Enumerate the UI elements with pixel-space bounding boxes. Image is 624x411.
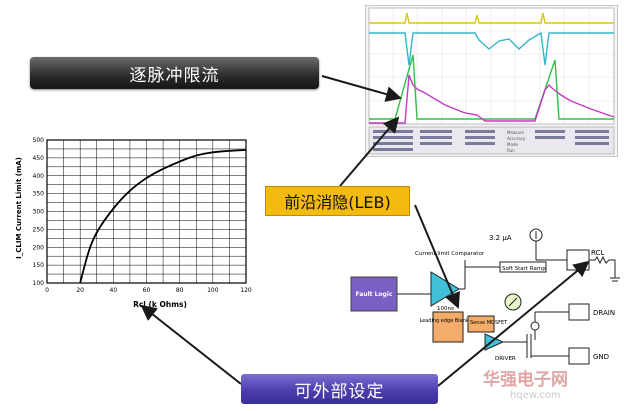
chart-y-tick-label: 350 xyxy=(33,191,45,198)
watermark-url: hqew.com xyxy=(510,390,561,401)
chart-x-tick-label: 100 xyxy=(207,287,219,294)
scope-trace-yellow xyxy=(369,12,614,24)
leb-label: Leading edge Blanking xyxy=(419,318,476,324)
label-leading-edge-blanking: 前沿消隐(LEB) xyxy=(265,186,410,216)
gnd-label: GND xyxy=(593,353,609,361)
chart-series-line xyxy=(79,149,247,284)
arrow-bottom-to-chart xyxy=(140,304,242,385)
chart-y-tick-label: 500 xyxy=(33,137,45,144)
soft-start-label: Soft Start Ramp xyxy=(502,266,546,272)
chart-y-tick-label: 150 xyxy=(33,262,45,269)
chart-y-tick-label: 100 xyxy=(33,280,45,287)
driver-label: DRIVER xyxy=(495,356,516,362)
fault-logic-label: Fault Logic xyxy=(356,291,393,298)
watermark-brand: 华强电子网 xyxy=(483,370,568,390)
chart-x-tick-label: 0 xyxy=(45,287,49,294)
arrow-leb-to-scope xyxy=(339,116,400,187)
chart-y-tick-label: 300 xyxy=(33,209,45,216)
scope-info-4: Run xyxy=(507,148,515,153)
scope-info-3: Mode xyxy=(507,142,518,147)
scope-trace-cyan xyxy=(369,31,614,66)
chart-x-tick-label: 20 xyxy=(76,287,84,294)
leb-block xyxy=(432,311,464,343)
fault-logic-block xyxy=(350,276,398,312)
sense-mosfet-label: Sense MOSFET xyxy=(470,320,508,326)
scope-info-1: Measure xyxy=(507,130,525,135)
chart-y-axis-label: I_CLIM Current Limit (mA) xyxy=(15,157,23,259)
current-source-label: 3.2 µA xyxy=(489,234,512,242)
arrow-to-scope-from-top xyxy=(321,75,402,102)
arrow-bottom-to-rcl xyxy=(437,260,590,387)
chart-x-tick-label: 60 xyxy=(143,287,151,294)
label-externally-settable: 可外部设定 xyxy=(241,374,438,404)
arrow-leb-to-schematic xyxy=(414,204,460,309)
leb-time-label: 100ns xyxy=(437,306,454,312)
scope-trace-magenta xyxy=(369,74,615,124)
chart-x-tick-label: 40 xyxy=(110,287,118,294)
chart-y-tick-label: 400 xyxy=(33,173,45,180)
comparator-label: Current limit Comparator xyxy=(415,251,485,257)
sense-mosfet-block xyxy=(467,315,495,333)
drain-label: DRAIN xyxy=(593,309,615,317)
scope-info-2: Accuracy xyxy=(507,136,526,141)
oscilloscope-screenshot: Measure Accuracy Mode Run xyxy=(365,5,618,157)
chart-y-tick-label: 250 xyxy=(33,226,45,233)
chart-x-tick-label: 120 xyxy=(240,287,252,294)
current-limit-chart: 0 20 40 60 80 100 120 100 150 200 250 300 350 400 450 5… xyxy=(15,137,252,309)
label-pulse-by-pulse-limit: 逐脉冲限流 xyxy=(30,57,319,89)
chart-x-axis-label: Rcl (k Ohms) xyxy=(133,300,187,309)
driver-symbol xyxy=(484,333,505,351)
chart-y-tick-label: 450 xyxy=(33,155,45,162)
chart-y-tick-label: 200 xyxy=(33,244,45,251)
rcl-label: RCL xyxy=(591,249,604,257)
comparator-symbol xyxy=(430,271,460,307)
current-limit-schematic: 3.2 µA RCL Soft Start Ramp Current limit… xyxy=(350,228,620,365)
chart-x-tick-label: 80 xyxy=(176,287,184,294)
